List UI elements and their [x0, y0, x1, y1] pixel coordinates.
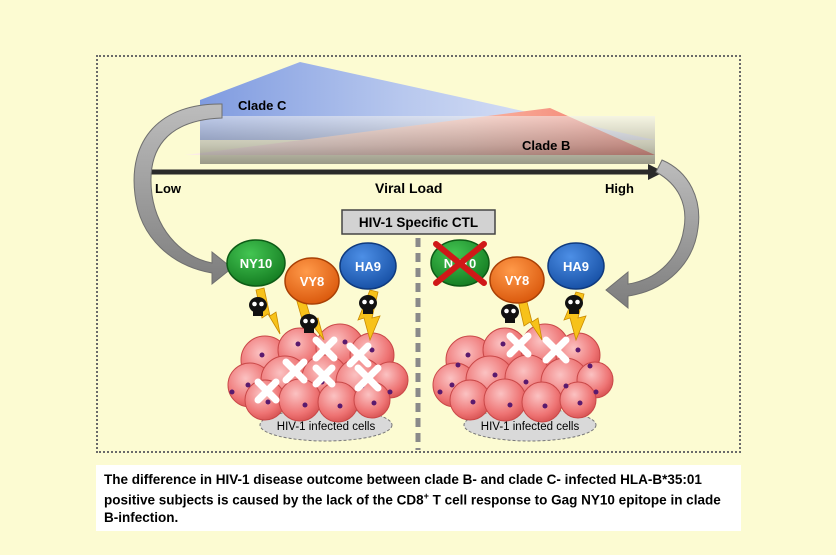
- epitope-label: NY10: [240, 256, 273, 271]
- epitope-ha9-left: HA9: [339, 242, 397, 290]
- left-curved-arrow: [133, 103, 233, 286]
- right-cell-cluster: HIV-1 infected cells: [432, 323, 614, 442]
- ctl-box-label: HIV-1 Specific CTL: [359, 215, 478, 230]
- right-curved-arrow: [605, 159, 700, 310]
- epitope-label: VY8: [505, 273, 530, 288]
- skull-icon: [300, 314, 318, 333]
- clade-b-label: Clade B: [522, 138, 570, 153]
- epitope-ny10-left: NY10: [226, 239, 286, 287]
- epitope-vy8-left: VY8: [284, 257, 340, 305]
- epitope-label: VY8: [300, 274, 325, 289]
- epitope-ny10-right-crossed: NY10: [430, 239, 490, 287]
- epitope-label: HA9: [355, 259, 381, 274]
- caption-text-part1: The difference in HIV-1 disease outcome …: [104, 472, 702, 508]
- skull-icon: [249, 297, 267, 316]
- epitope-label: HA9: [563, 259, 589, 274]
- epitope-vy8-right: VY8: [489, 256, 545, 304]
- epitope-ha9-right: HA9: [547, 242, 605, 290]
- axis-low-label: Low: [155, 181, 182, 196]
- right-cell-kill-marks: [506, 332, 570, 364]
- left-cell-cluster: HIV-1 infected cells: [227, 323, 409, 442]
- skull-icon: [565, 295, 583, 314]
- caption-superscript: +: [423, 491, 429, 501]
- axis-high-label: High: [605, 181, 634, 196]
- axis-title: Viral Load: [375, 180, 442, 196]
- skull-icon: [501, 304, 519, 323]
- clade-c-label: Clade C: [238, 98, 287, 113]
- skull-icon: [359, 295, 377, 314]
- left-infected-cells-label: HIV-1 infected cells: [277, 421, 376, 433]
- skull-icons: [249, 295, 583, 333]
- left-cell-kill-marks: [254, 336, 382, 404]
- caption-text-part2: T cell response to Gag NY10 epitope in c…: [104, 492, 721, 525]
- viral-load-band: [200, 116, 655, 164]
- figure-caption: The difference in HIV-1 disease outcome …: [96, 465, 741, 531]
- ctl-box: [341, 209, 496, 235]
- diagram: Clade C Clade B Low Viral Load High HIV-…: [133, 62, 700, 450]
- right-infected-cells-label: HIV-1 infected cells: [481, 421, 580, 433]
- cross-icon: [433, 241, 487, 286]
- diagram-frame: [96, 55, 741, 453]
